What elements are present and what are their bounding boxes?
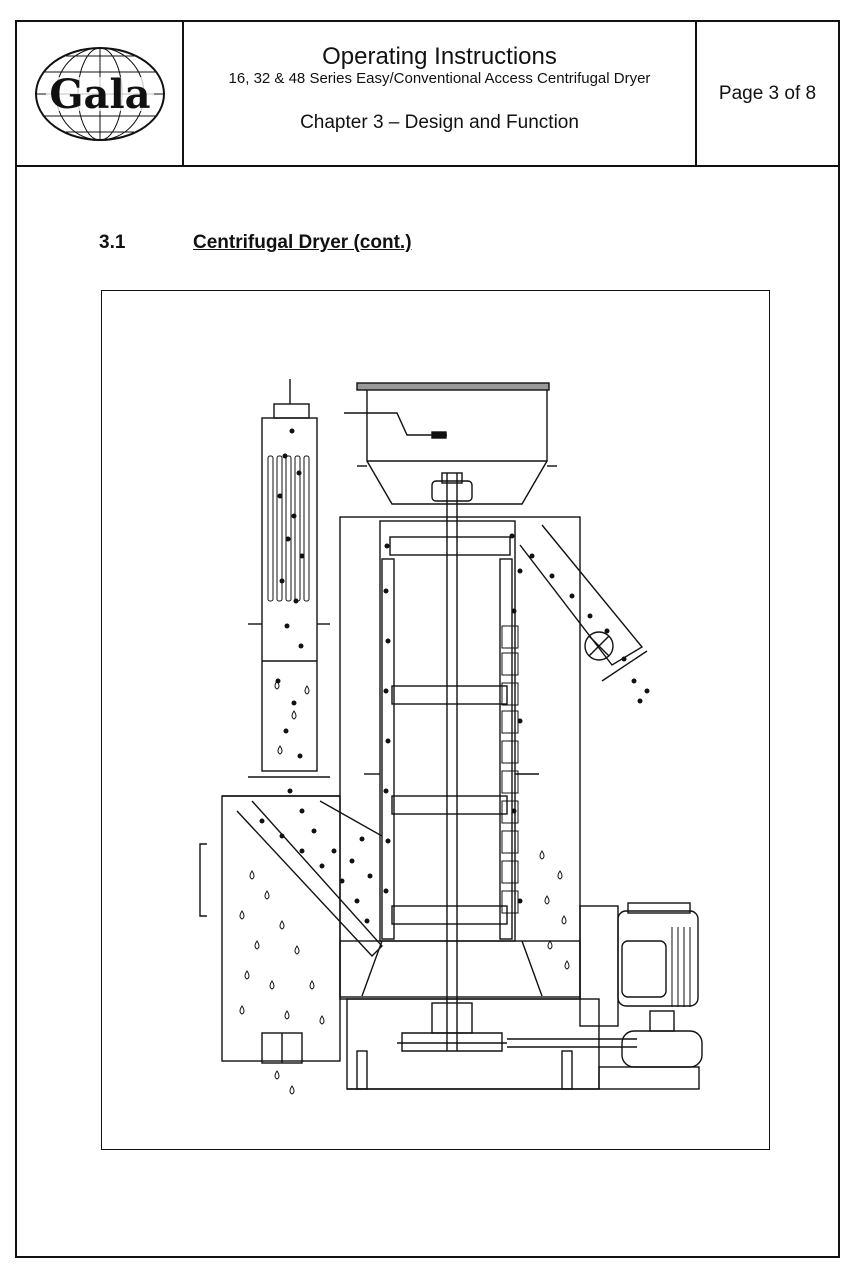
- document-title: Operating Instructions: [322, 43, 557, 70]
- title-cell: Operating Instructions 16, 32 & 48 Serie…: [184, 22, 697, 165]
- gala-globe-logo: Gala: [34, 46, 165, 141]
- section-number: 3.1: [99, 232, 126, 253]
- pellet-dots: [259, 428, 650, 924]
- figure-frame: [101, 290, 770, 1150]
- centrifugal-dryer-diagram-icon: [199, 379, 703, 1095]
- chapter-title: Chapter 3 – Design and Function: [300, 112, 579, 133]
- logo-cell: Gala: [17, 22, 184, 165]
- section-title: Centrifugal Dryer (cont.): [193, 232, 412, 253]
- water-droplets: [239, 680, 570, 1095]
- document-subtitle: 16, 32 & 48 Series Easy/Conventional Acc…: [228, 70, 651, 87]
- page-number: Page 3 of 8: [718, 82, 817, 104]
- page-header: Gala Operating Instructions 16, 32 & 48 …: [15, 20, 840, 167]
- logo-text: Gala: [49, 71, 150, 118]
